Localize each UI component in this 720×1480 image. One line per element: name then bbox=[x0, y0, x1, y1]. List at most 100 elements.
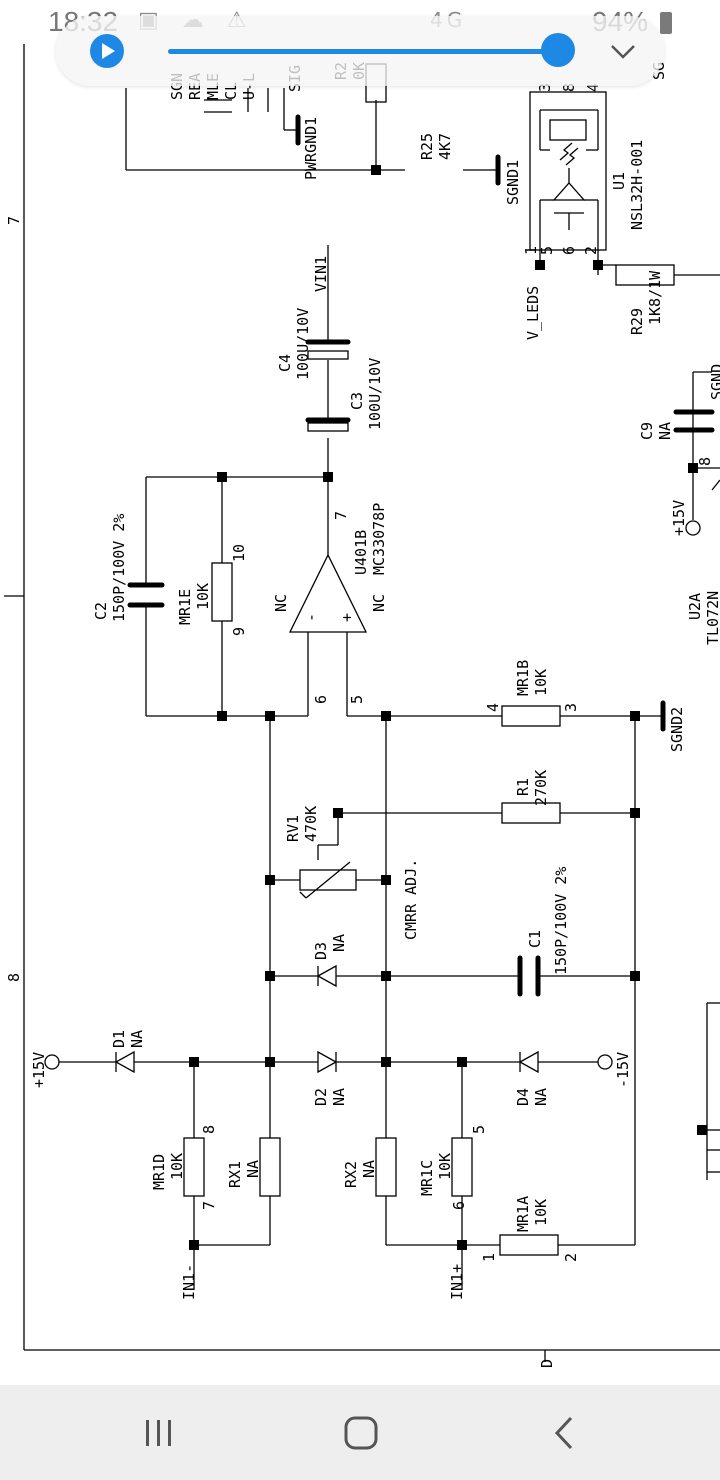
c3-ref: C3 bbox=[348, 392, 366, 410]
v-leds-label: V_LEDS bbox=[524, 286, 542, 340]
op-nc-left: NC bbox=[272, 594, 290, 612]
mr1a-ref: MR1A bbox=[514, 1196, 532, 1232]
back-button[interactable] bbox=[533, 1405, 593, 1461]
mr1e-pin-9: 9 bbox=[230, 627, 248, 636]
cmrr-adj-label: CMRR ADJ. bbox=[402, 859, 420, 940]
mr1e-pin-10: 10 bbox=[230, 544, 248, 562]
d3-value: NA bbox=[330, 934, 348, 952]
op-minus-sign: - bbox=[302, 613, 320, 622]
zone-label-7: 7 bbox=[5, 216, 23, 225]
u2-pin-8: 8 bbox=[696, 457, 714, 466]
r25-value: 4K7 bbox=[436, 133, 454, 160]
recent-apps-button[interactable] bbox=[129, 1405, 189, 1461]
mr1a-value: 10K bbox=[532, 1199, 550, 1226]
d4-value: NA bbox=[532, 1088, 550, 1106]
chevron-down-icon bbox=[611, 45, 635, 59]
c4-ref: C4 bbox=[276, 354, 294, 372]
schematic-viewer[interactable]: 7 8 D SGN REA MLE CL U-L SIG PWRGND1 R2 … bbox=[0, 0, 720, 1385]
u1-value: NSL32H-001 bbox=[628, 140, 646, 230]
collapse-button[interactable] bbox=[608, 38, 638, 64]
sgnd2-label: SGND2 bbox=[668, 707, 686, 752]
mr1d-value: 10K bbox=[168, 1153, 186, 1180]
play-button[interactable] bbox=[90, 34, 124, 68]
rv1-ref: RV1 bbox=[284, 815, 302, 842]
sgnd1-label: SGND1 bbox=[504, 160, 522, 205]
op-nc-right: NC bbox=[370, 594, 388, 612]
r29-value: 1K8/1W bbox=[646, 270, 664, 325]
rx1-value: NA bbox=[244, 1160, 262, 1178]
mr1b-ref: MR1B bbox=[514, 660, 532, 696]
zone-label-d: D bbox=[538, 1359, 556, 1368]
c3-value: 100U/10V bbox=[366, 358, 384, 430]
navigation-bar bbox=[0, 1385, 720, 1480]
d2-ref: D2 bbox=[312, 1088, 330, 1106]
mr1b-pin-3: 3 bbox=[562, 703, 580, 712]
d2-value: NA bbox=[330, 1088, 348, 1106]
in1-plus-label: IN1+ bbox=[448, 1264, 466, 1300]
mr1c-ref: MR1C bbox=[418, 1160, 436, 1196]
mr1e-ref: MR1E bbox=[176, 589, 194, 625]
mr1b-value: 10K bbox=[532, 669, 550, 696]
u1-ref: U1 bbox=[610, 172, 628, 190]
home-icon bbox=[344, 1416, 378, 1450]
home-button[interactable] bbox=[331, 1405, 391, 1461]
mr1d-pin-7: 7 bbox=[200, 1201, 218, 1210]
r29-ref: R29 bbox=[628, 308, 646, 335]
c2-ref: C2 bbox=[92, 602, 110, 620]
plus15-label: +15V bbox=[30, 1052, 48, 1088]
d1-ref: D1 bbox=[110, 1030, 128, 1048]
r1-ref: R1 bbox=[514, 778, 532, 796]
c1-ref: C1 bbox=[526, 930, 544, 948]
rx2-ref: RX2 bbox=[342, 1161, 360, 1188]
mr1c-value: 10K bbox=[436, 1153, 454, 1180]
c9-value: NA bbox=[656, 422, 674, 440]
battery-icon bbox=[660, 12, 672, 34]
c2-value: 150P/100V 2% bbox=[110, 514, 128, 622]
mr1d-pin-8: 8 bbox=[200, 1125, 218, 1134]
seek-bar-progress bbox=[168, 49, 559, 54]
u1-pin-5: 5 bbox=[538, 246, 556, 255]
u401b-ref: U401B bbox=[352, 530, 370, 575]
seek-bar-thumb[interactable] bbox=[541, 33, 576, 67]
vin1-label: VIN1 bbox=[312, 256, 330, 292]
r1-value: 270K bbox=[532, 770, 550, 806]
u401b-value: MC33078P bbox=[370, 503, 388, 575]
pwrgnd1-label: PWRGND1 bbox=[302, 117, 320, 180]
mr1a-pin-2: 2 bbox=[562, 1253, 580, 1262]
header-label-cl: CL bbox=[222, 82, 240, 100]
d1-value: NA bbox=[128, 1030, 146, 1048]
u1-pin-6: 6 bbox=[560, 246, 578, 255]
rx2-value: NA bbox=[360, 1160, 378, 1178]
rv1-value: 470K bbox=[302, 806, 320, 842]
d3-ref: D3 bbox=[312, 942, 330, 960]
minus15-label: -15V bbox=[614, 1052, 632, 1088]
c9-ref: C9 bbox=[638, 422, 656, 440]
in1-minus-label: IN1- bbox=[180, 1264, 198, 1300]
op-pin-5: 5 bbox=[348, 695, 366, 704]
mr1a-pin-1: 1 bbox=[480, 1253, 498, 1262]
r25-ref: R25 bbox=[418, 133, 436, 160]
mr1c-pin-6: 6 bbox=[450, 1201, 468, 1210]
c4-value: 100U/10V bbox=[294, 308, 312, 380]
rx1-ref: RX1 bbox=[226, 1161, 244, 1188]
plus15-label-top: +15V bbox=[670, 500, 688, 536]
mr1c-pin-5: 5 bbox=[470, 1125, 488, 1134]
seek-bar[interactable] bbox=[168, 49, 562, 54]
mr1d-ref: MR1D bbox=[150, 1154, 168, 1190]
op-plus-sign: + bbox=[338, 613, 356, 622]
op-pin-7: 7 bbox=[332, 511, 350, 520]
mr1e-value: 10K bbox=[194, 583, 212, 610]
media-player-bar bbox=[56, 16, 664, 86]
c1-value: 150P/100V 2% bbox=[552, 867, 570, 975]
u1-pin-2: 2 bbox=[582, 246, 600, 255]
schematic: 7 8 D SGN REA MLE CL U-L SIG PWRGND1 R2 … bbox=[4, 44, 720, 1368]
recent-apps-icon bbox=[146, 1420, 171, 1446]
u2a-value: TL072N bbox=[704, 591, 720, 645]
u1-pin-1: 1 bbox=[522, 246, 540, 255]
zone-label-8: 8 bbox=[5, 973, 23, 982]
op-pin-6: 6 bbox=[312, 695, 330, 704]
play-icon bbox=[102, 43, 115, 59]
d4-ref: D4 bbox=[514, 1088, 532, 1106]
mr1b-pin-4: 4 bbox=[484, 703, 502, 712]
u2a-ref: U2A bbox=[686, 593, 704, 620]
